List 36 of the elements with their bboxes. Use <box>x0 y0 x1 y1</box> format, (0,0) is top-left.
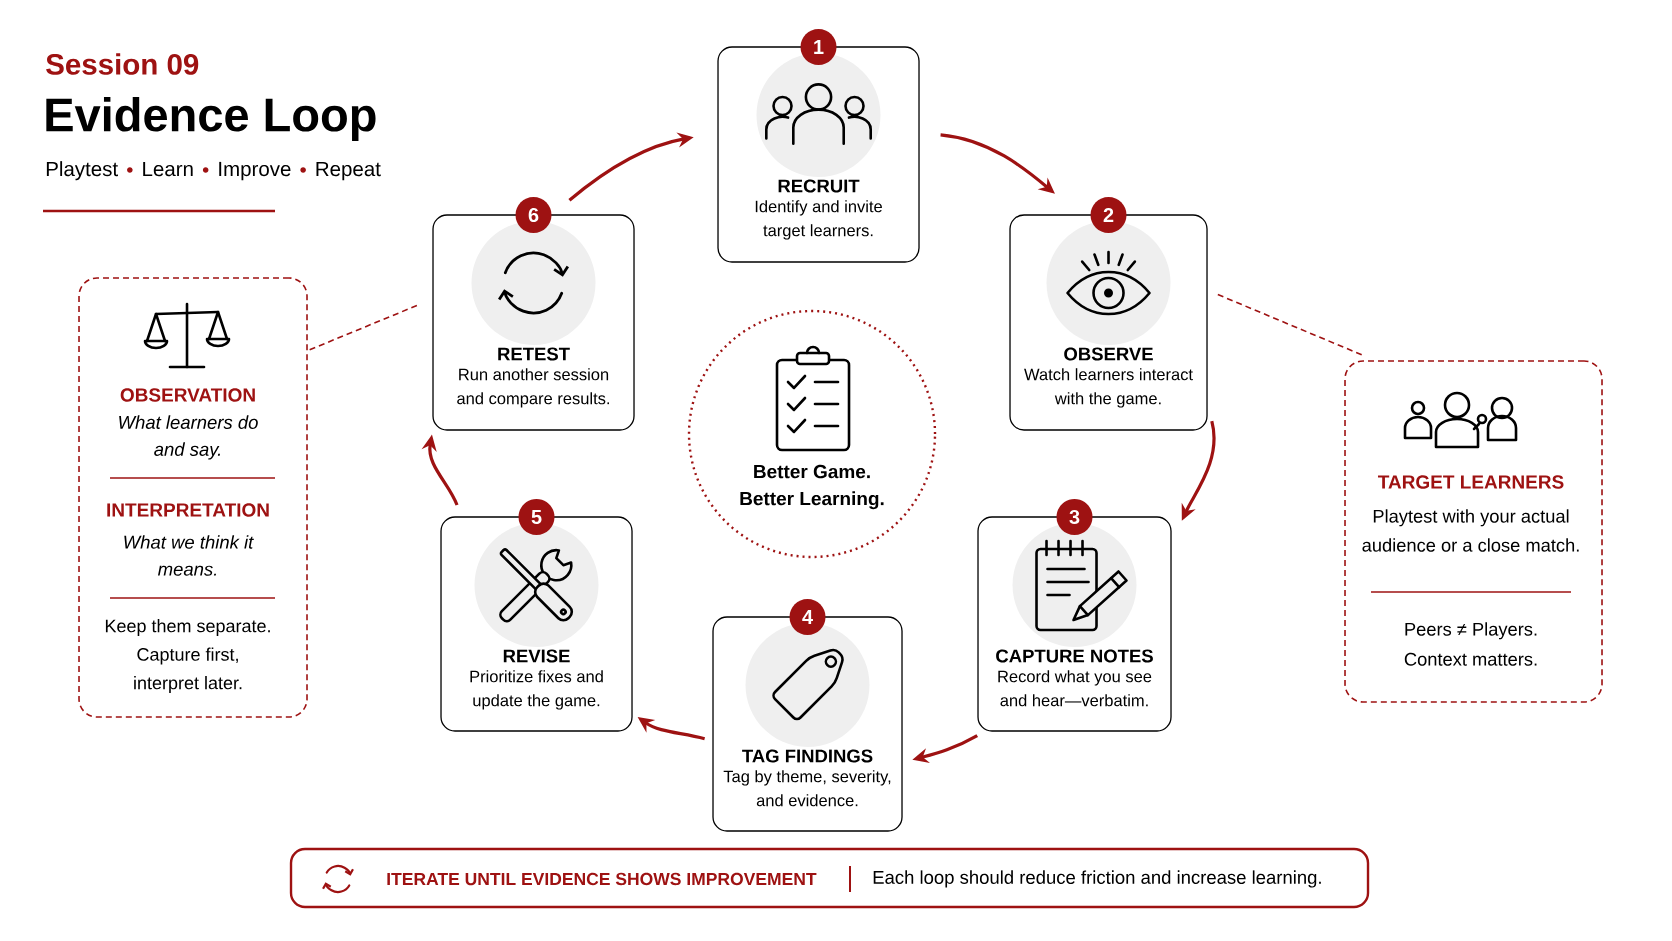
step-title: RECRUIT <box>778 179 860 193</box>
subtitle-text: Repeat <box>316 161 381 181</box>
step-title: OBSERVE <box>1064 347 1153 361</box>
banner-text: Each loop should reduce friction and increase learning. <box>873 870 1321 888</box>
step-description: Run another session and compare results. <box>457 368 609 408</box>
section-heading: INTERPRETATION <box>107 503 269 517</box>
subtitle-text: Playtest <box>46 161 118 181</box>
connector-line <box>1217 293 1364 356</box>
section-heading: OBSERVATION <box>120 388 255 402</box>
step-description: Identify and invite target learners. <box>755 200 882 240</box>
banner-heading: ITERATE UNTIL EVIDENCE SHOWS IMPROVEMENT <box>387 872 817 886</box>
step-description: Prioritize fixes and update the game. <box>470 670 603 710</box>
step-title: TAG FINDINGS <box>742 749 873 763</box>
number-badge: 3 <box>1056 499 1093 535</box>
number-badge: 6 <box>515 197 552 233</box>
note-text: Peers ≠ Players. Context matters. <box>1404 622 1537 666</box>
note-text: What we think it means. <box>124 535 254 576</box>
title: Evidence Loop <box>46 97 376 141</box>
step-title: REVISE <box>503 649 570 663</box>
center-text: Better Game. Better Learning. <box>740 464 884 510</box>
step-description: Watch learners interact with the game. <box>1024 368 1193 408</box>
note-text: Playtest with your actual audience or a close match. <box>1362 509 1579 552</box>
note-text: Keep them separate. Capture first, interpret later. <box>105 619 270 693</box>
number-badge: 1 <box>800 29 837 65</box>
step-title: CAPTURE NOTES <box>996 649 1153 663</box>
number-badge: 2 <box>1090 197 1127 233</box>
number-badge: 5 <box>518 499 555 535</box>
step-description: Tag by theme, severity, and evidence. <box>723 770 891 807</box>
session-label: Session 09 <box>46 53 199 75</box>
note-text: What learners do and say. <box>119 415 258 460</box>
step-title: RETEST <box>498 347 570 361</box>
subtitle-text: Learn <box>143 161 193 177</box>
subtitle-text: Improve <box>219 161 291 181</box>
section-heading: TARGET LEARNERS <box>1378 475 1564 489</box>
step-description: Record what you see and hear—verbatim. <box>998 670 1152 707</box>
number-badge: 4 <box>789 599 826 635</box>
